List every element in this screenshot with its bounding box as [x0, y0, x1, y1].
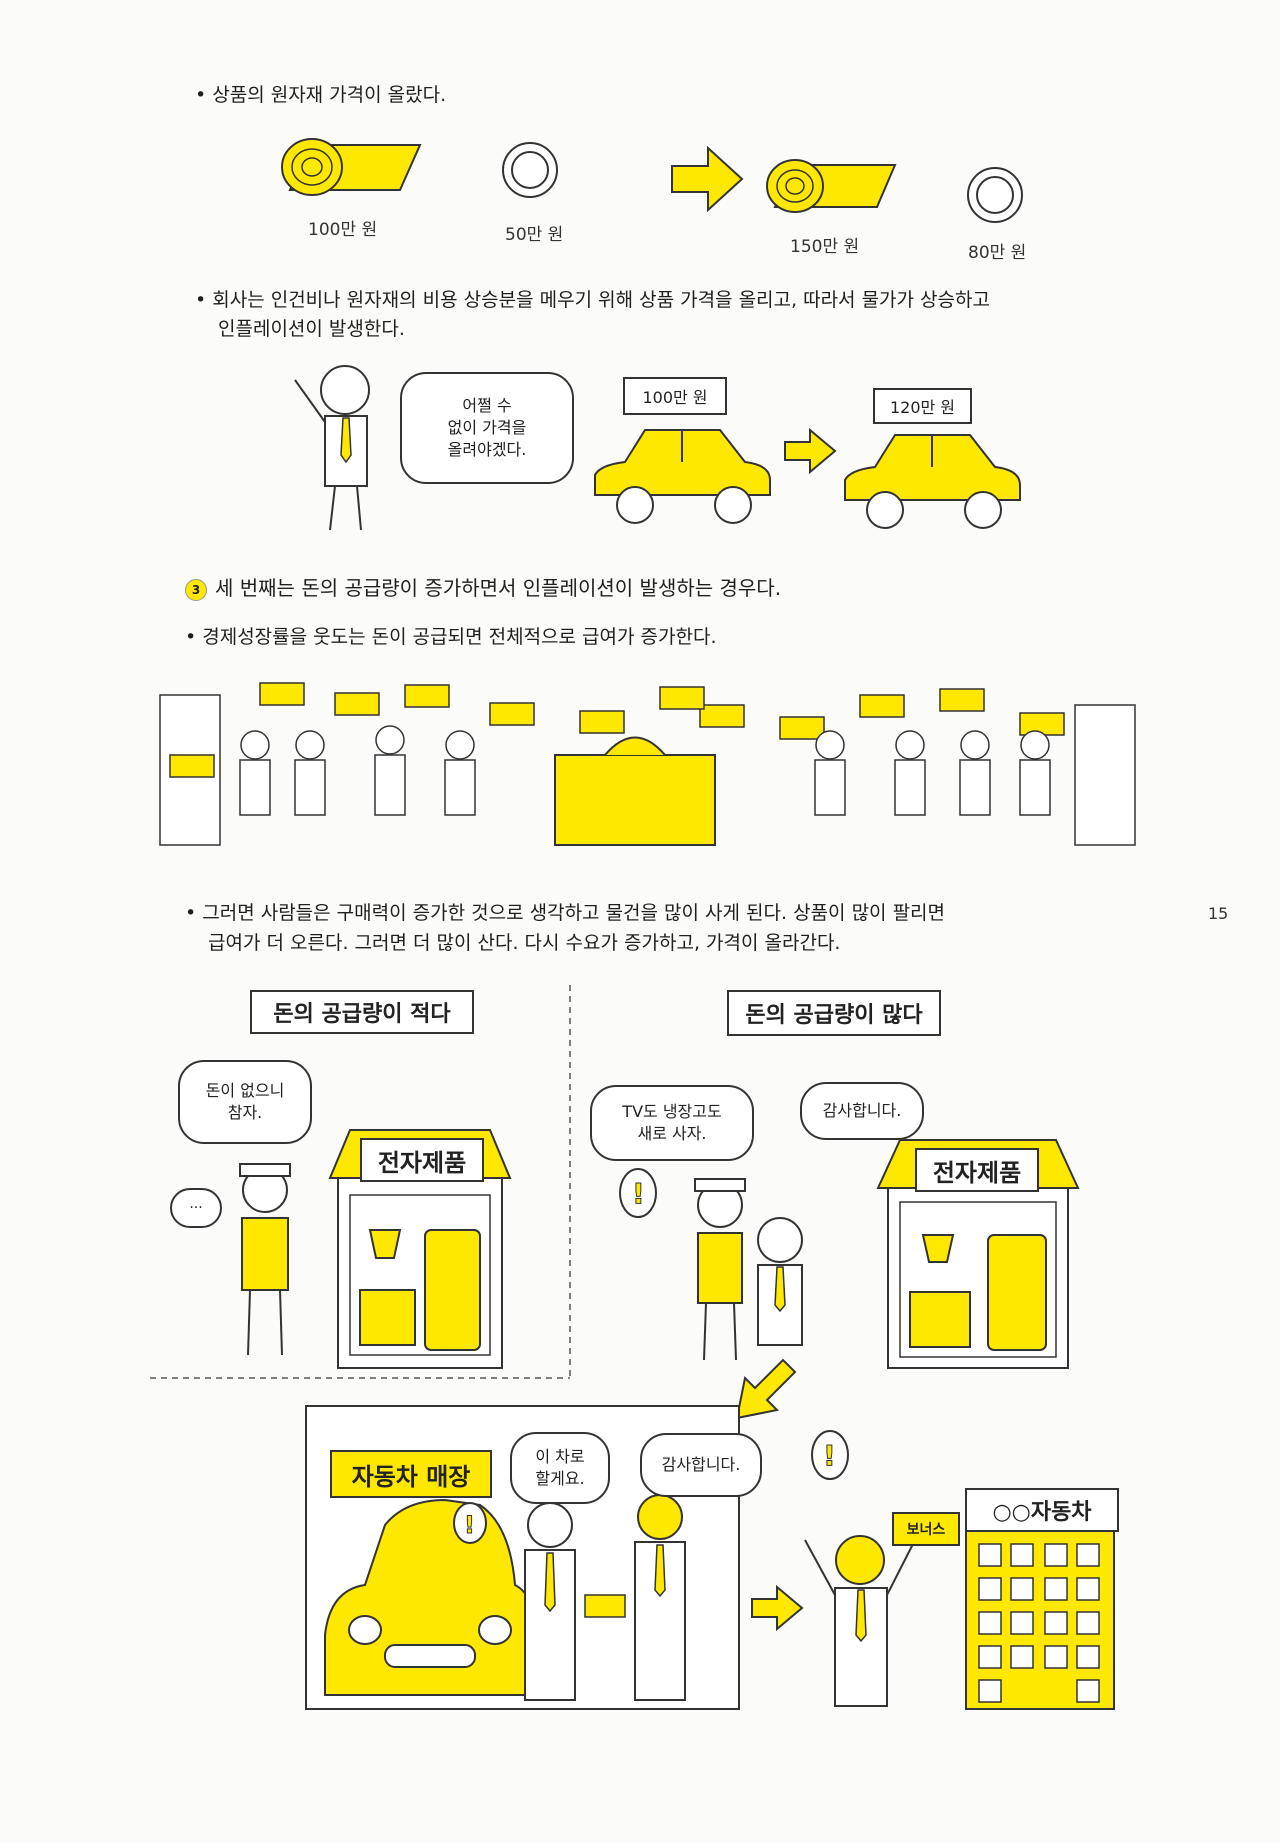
- number-badge: 3: [185, 578, 207, 601]
- company-sign-car: ○○자동차: [965, 1488, 1119, 1532]
- shopper-sad-illustration: [239, 1163, 291, 1356]
- money-supply-crowd-illustration: [159, 682, 1136, 846]
- taxi-car-illustration: [594, 429, 771, 524]
- car-price-sign-after: 120만 원: [873, 388, 972, 424]
- panel-title-high-money: 돈의 공급량이 많다: [727, 990, 941, 1036]
- bullet-demand-line1: • 그러면 사람들은 구매력이 증가한 것으로 생각하고 물건을 많이 사게 된…: [185, 902, 946, 924]
- arrow-right-icon: [671, 145, 744, 213]
- bullet-raw-material: • 상품의 원자재 가격이 올랐다.: [195, 84, 447, 106]
- material-roll-icon: [766, 159, 897, 213]
- arrow-right-icon: [784, 427, 837, 475]
- svg-text:!: !: [464, 1511, 475, 1539]
- speech-bubble-raise-price: 어쩔 수 없이 가격을 올려야겠다.: [400, 372, 574, 484]
- excited-customer-illustration: !: [619, 1168, 803, 1361]
- car-price-sign-before: 100만 원: [623, 377, 727, 415]
- bullet-demand-line2: 급여가 더 오른다. 그러면 더 많이 산다. 다시 수요가 증가하고, 가격이…: [208, 932, 841, 954]
- bullet-company-line1: • 회사는 인건비나 원자재의 비용 상승분을 메우기 위해 상품 가격을 올리…: [195, 289, 990, 311]
- bullet-wage-increase: • 경제성장률을 웃도는 돈이 공급되면 전체적으로 급여가 증가한다.: [185, 626, 717, 648]
- panel-divider: [150, 985, 571, 1380]
- speech-bubble-buy-new: TV도 냉장고도 새로 사자.: [590, 1085, 754, 1161]
- material-roll-icon: [281, 138, 422, 196]
- speech-bubble-no-money: 돈이 없으니 참자.: [178, 1060, 312, 1144]
- car-company-building-illustration: [965, 1530, 1115, 1710]
- happy-employee-illustration: !: [804, 1430, 916, 1707]
- businessman-illustration: [294, 365, 370, 531]
- price-roll-before: 100만 원: [308, 220, 378, 240]
- ring-icon: [502, 142, 558, 198]
- store-sign-car-dealership: 자동차 매장: [330, 1450, 492, 1498]
- ring-icon: [967, 167, 1023, 223]
- arrow-down-left-icon: [735, 1358, 797, 1420]
- arrow-right-icon: [751, 1584, 804, 1632]
- bonus-envelope: 보너스: [892, 1512, 960, 1546]
- speech-bubble-buyer: 이 차로 할게요.: [510, 1432, 610, 1504]
- store-sign-electronics: 전자제품: [915, 1148, 1039, 1192]
- price-ring-after: 80만 원: [968, 243, 1027, 263]
- svg-text:!: !: [823, 1439, 836, 1472]
- page-number: 15: [1208, 904, 1229, 923]
- price-roll-after: 150만 원: [790, 237, 860, 257]
- speech-bubble-thanks-clerk: 감사합니다.: [800, 1082, 924, 1140]
- panel-title-low-money: 돈의 공급량이 적다: [250, 990, 474, 1034]
- thought-bubble: ···: [170, 1188, 222, 1228]
- speech-bubble-thanks-seller: 감사합니다.: [640, 1433, 762, 1497]
- price-ring-before: 50만 원: [505, 225, 564, 245]
- bullet-company-line2: 인플레이션이 발생한다.: [218, 318, 405, 340]
- svg-text:!: !: [632, 1177, 645, 1210]
- store-sign-electronics: 전자제품: [360, 1138, 484, 1182]
- taxi-car-illustration: [844, 434, 1021, 529]
